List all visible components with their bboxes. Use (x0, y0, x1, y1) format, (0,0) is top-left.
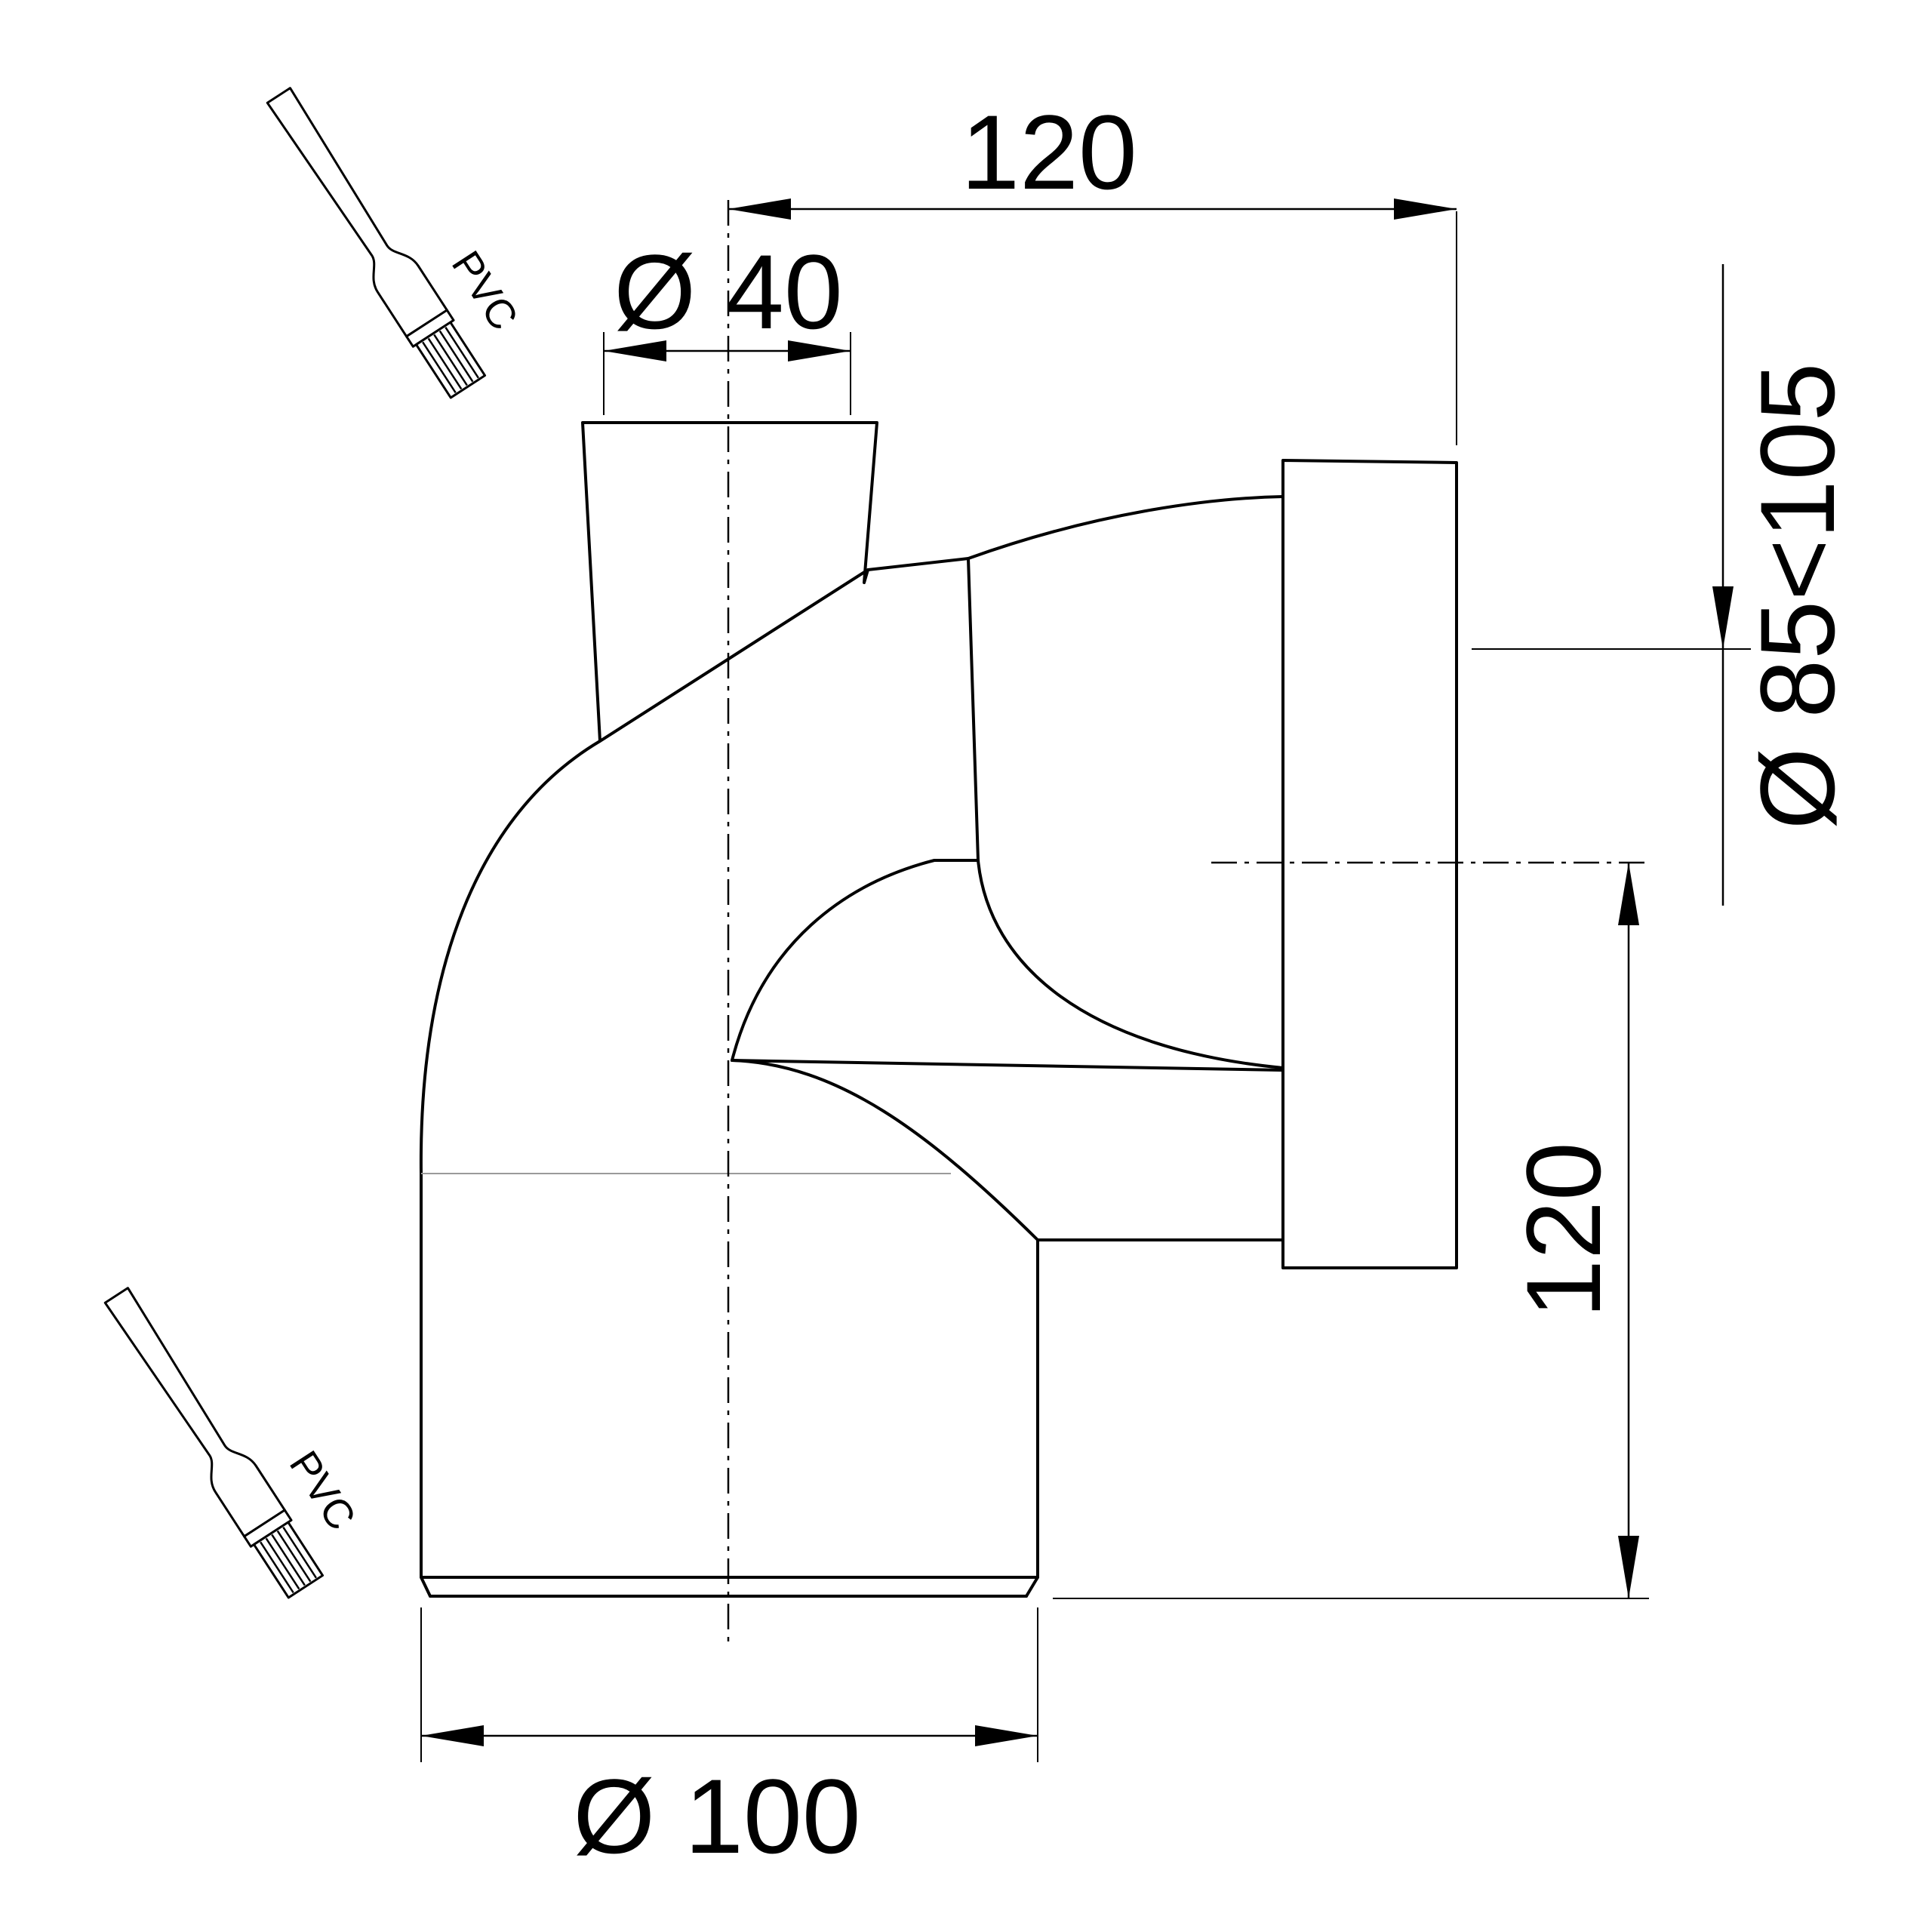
inner-bend (977, 859, 1284, 1069)
brush-label-top: PVC (443, 243, 527, 338)
inner-step (731, 859, 980, 1062)
dim-inlet-40: Ø 40 (603, 232, 851, 415)
inner-pipe-line (731, 1059, 1284, 1072)
glue-brush-icon: PVC (266, 87, 527, 399)
dim-label-horizontal-offset: 120 (961, 93, 1137, 211)
dim-label-inlet-diameter: Ø 40 (614, 232, 843, 351)
dim-label-socket-diameter: Ø 85<105 (1738, 363, 1857, 830)
elbow-outline (419, 495, 1284, 1598)
glue-brush-icon: PVC (103, 1287, 365, 1599)
pipe-body (419, 421, 1458, 1598)
socket-flange (1281, 459, 1458, 1269)
lower-inner-curve (731, 1059, 1039, 1241)
inlet-cone (581, 421, 878, 743)
center-lines (727, 200, 1649, 1649)
dim-label-outlet-diameter: Ø 100 (573, 1757, 860, 1875)
inner-seam (967, 557, 980, 862)
dim-outlet-100: Ø 100 (420, 1607, 1038, 1875)
dim-label-vertical-offset: 120 (1504, 1142, 1623, 1318)
dim-vertical-120: 120 (1053, 863, 1649, 1599)
brush-label-bottom: PVC (281, 1443, 365, 1538)
dim-socket-85-105: Ø 85<105 (1472, 264, 1857, 906)
dim-horizontal-120: 120 (728, 93, 1457, 445)
